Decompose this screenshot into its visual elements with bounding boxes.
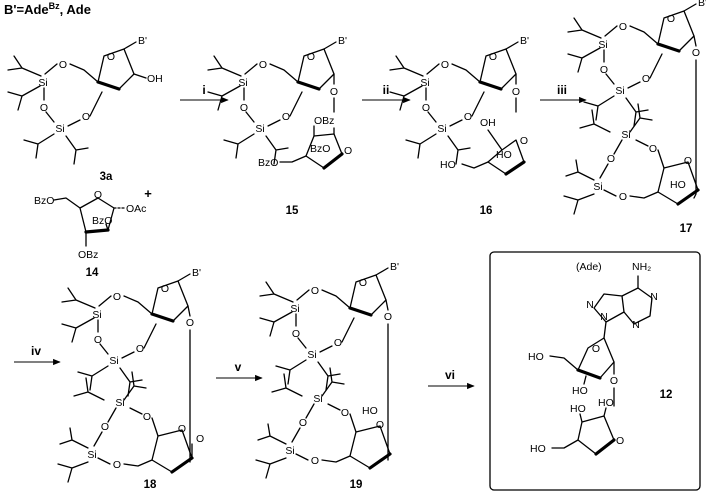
atom-OH: OH [480, 117, 496, 129]
atom-OAc: OAc [126, 203, 146, 215]
reagent-iii: iii [557, 83, 567, 97]
compound-14: O BzO BzO OAc OBz [34, 189, 146, 261]
atom-HO: HO [670, 179, 686, 191]
atom-HO: HO [598, 397, 614, 409]
atom-Ade: (Ade) [576, 261, 602, 273]
compound-3a: OH [6, 33, 163, 166]
reagent-iv: iv [31, 344, 41, 358]
compound-label-18: 18 [144, 479, 157, 491]
atom-HO: HO [440, 159, 456, 171]
atom-O: O [610, 375, 618, 387]
atom-N: N [586, 299, 594, 311]
compound-label-12: 12 [660, 389, 673, 401]
atom-O: O [384, 311, 392, 323]
atom-HO: HO [570, 403, 586, 415]
compound-label-17: 17 [680, 223, 693, 235]
atom-OBz: OBz [314, 115, 334, 127]
protecting-group-definition: B'=AdeBz, Ade [4, 1, 91, 17]
reagent-ii: ii [383, 83, 390, 97]
atom-HO: HO [496, 149, 512, 161]
reagent-vi: vi [445, 368, 455, 382]
reagent-i: i [202, 83, 205, 97]
atom-HO: HO [530, 443, 546, 455]
atom-O: O [616, 435, 624, 447]
atom-O: O [94, 189, 102, 201]
compound-16: OH HO HO [390, 35, 530, 176]
atom-BzO: BzO [310, 143, 330, 155]
atom-N: N [600, 311, 608, 323]
atom-BzO: BzO [34, 195, 54, 207]
atom-O: O [186, 317, 194, 329]
reagent-v: v [235, 360, 242, 374]
product-box [489, 251, 701, 491]
atom-O: O [692, 47, 700, 59]
compound-19: O HO [254, 259, 401, 480]
atom-O: O [196, 433, 204, 445]
atom-N: N [632, 319, 640, 331]
atom-HO: HO [528, 351, 544, 363]
atom-OBz: OBz [78, 249, 98, 261]
compound-15: OBz BzO O BzO [208, 35, 352, 170]
atom-NH2: NH₂ [632, 261, 651, 273]
atom-O: O [344, 145, 352, 157]
compound-12: O N N N N NH₂ (Ade) HO HO O HO HO O HO [528, 261, 658, 456]
plus-sign: + [144, 186, 152, 201]
atom-OH: OH [147, 73, 163, 85]
compound-label-19: 19 [350, 479, 363, 491]
compound-18: O O [56, 265, 204, 484]
atom-BzO: BzO [258, 157, 278, 169]
atom-O: O [592, 343, 600, 355]
atom-HO: HO [572, 385, 588, 397]
compound-label-3a: 3a [100, 171, 113, 183]
atom-N: N [650, 291, 658, 303]
atom-HO: HO [362, 405, 378, 417]
compound-17: O HO [562, 0, 706, 216]
compound-label-14: 14 [86, 267, 99, 279]
atom-BzO: BzO [92, 215, 112, 227]
compound-label-15: 15 [286, 205, 299, 217]
compound-label-16: 16 [480, 205, 493, 217]
